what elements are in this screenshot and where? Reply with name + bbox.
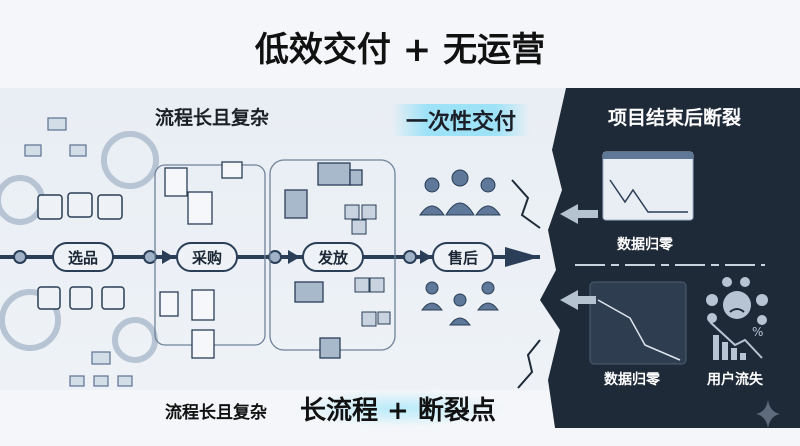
arrow-left-icon	[560, 204, 598, 224]
declining-bars-icon	[713, 335, 746, 360]
arrow-left-icon	[560, 290, 596, 310]
crack-icon	[511, 179, 541, 229]
flow-step-aftersales: 售后	[432, 242, 494, 272]
chart-card-2	[589, 281, 687, 365]
header-complex: 流程长且复杂	[155, 107, 270, 129]
flow-step-select: 选品	[52, 242, 114, 272]
product-card-icon	[37, 192, 125, 310]
label-data-zero-1: 数据归零	[617, 237, 673, 253]
bottom-caption: 流程长且复杂	[165, 403, 267, 423]
flow-step-purchase: 采购	[176, 242, 238, 272]
document-icon	[159, 161, 243, 359]
truck-icon	[284, 162, 363, 359]
header-broken: 项目结束后断裂	[608, 107, 742, 129]
flow-step-distribute: 发放	[302, 242, 364, 272]
bottom-headline: 长流程 + 断裂点	[292, 390, 504, 427]
trend-down-icon	[709, 321, 763, 359]
sparkle-icon	[756, 400, 780, 428]
crack-icon	[517, 339, 541, 389]
chart-card-1	[602, 151, 694, 221]
box-icon	[344, 204, 391, 327]
percent-icon: %	[752, 325, 763, 339]
label-user-churn: 用户流失	[707, 372, 763, 388]
label-data-zero-2: 数据归零	[604, 372, 660, 388]
break-arrow	[505, 247, 540, 267]
header-one-time: 一次性交付	[392, 104, 531, 136]
page-title: 低效交付 + 无运营	[254, 30, 546, 70]
support-agent-icon	[419, 169, 501, 326]
org-chart-icon	[24, 117, 133, 387]
